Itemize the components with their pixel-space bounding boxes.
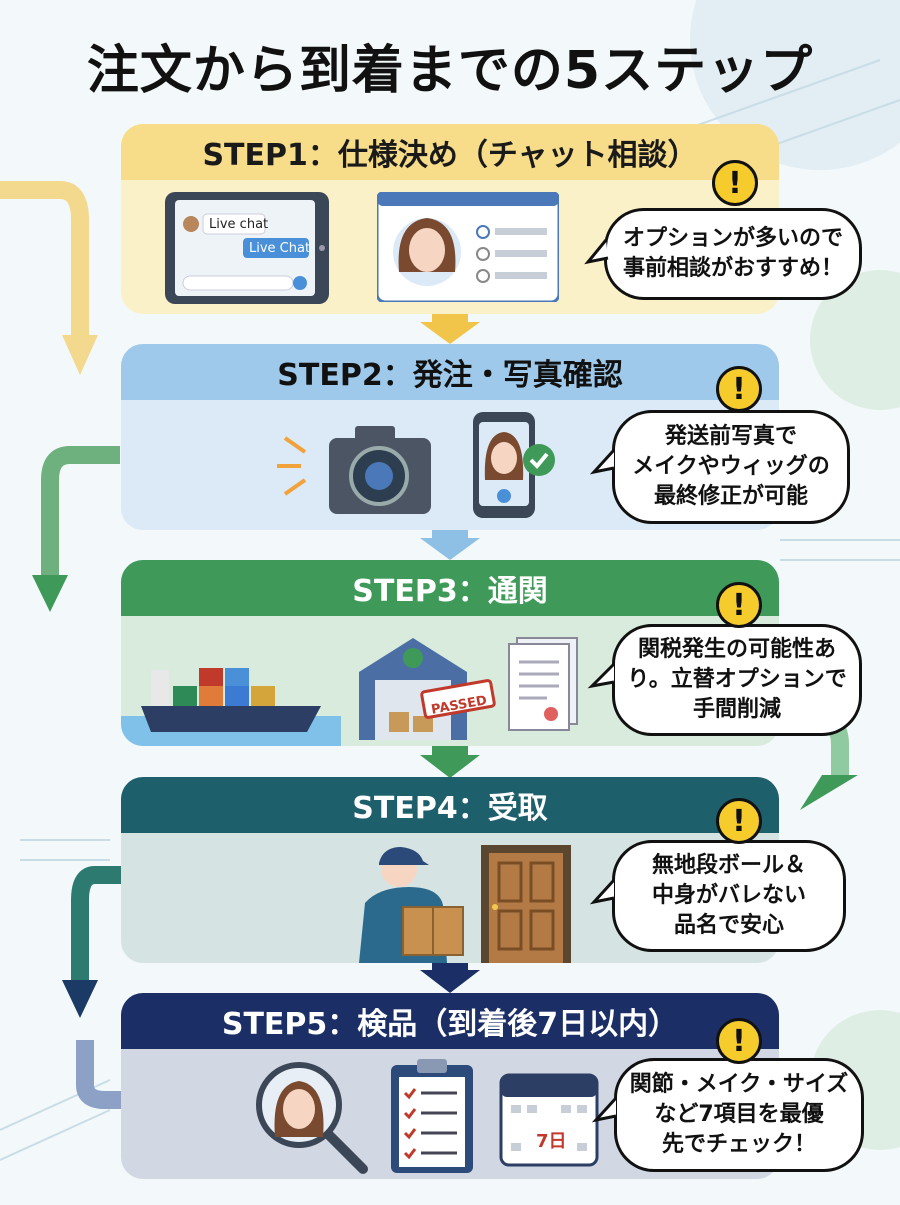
page-title: 注文から到着までの5ステップ: [86, 41, 814, 101]
checklist-clipboard-icon: [391, 1059, 473, 1173]
calendar-day-label: 7日: [536, 1131, 567, 1152]
step1-header: STEP1：仕様決め（チャット相談）: [121, 124, 779, 180]
step5-header: STEP5：検品（到着後7日以内）: [121, 993, 779, 1049]
step5-warning-icon: !: [716, 1018, 762, 1064]
step2-header: STEP2：発注・写真確認: [121, 344, 779, 400]
calendar-icon: [499, 1073, 599, 1167]
chat-message-1: Live chat: [209, 217, 269, 232]
tablet-chat-icon: [165, 192, 329, 304]
step1-note: オプションが多いので 事前相談がおすすめ！: [604, 208, 862, 300]
profile-checklist-icon: [377, 192, 559, 302]
step4-warning-icon: !: [716, 798, 762, 844]
magnifier-inspection-icon: [256, 1062, 368, 1174]
step2-warning-icon: !: [716, 366, 762, 412]
step3-warning-icon: !: [716, 582, 762, 628]
chat-message-2: Live Chat: [249, 241, 311, 256]
step1-warning-icon: !: [712, 160, 758, 206]
step3-header: STEP3：通関: [121, 560, 779, 616]
warehouse-icon: [359, 638, 496, 740]
door-icon: [481, 845, 571, 963]
smartphone-photo-icon: [473, 412, 555, 518]
camera-icon: [277, 426, 431, 514]
step4-note: 無地段ボール＆ 中身がバレない 品名で安心: [612, 840, 846, 952]
step3-note: 関税発生の可能性あ り。立替オプションで 手間削減: [612, 624, 862, 736]
cargo-ship-icon: [121, 668, 341, 746]
step4-header: STEP4：受取: [121, 777, 779, 833]
delivery-person-icon: [359, 847, 464, 963]
customs-document-icon: [508, 637, 578, 731]
